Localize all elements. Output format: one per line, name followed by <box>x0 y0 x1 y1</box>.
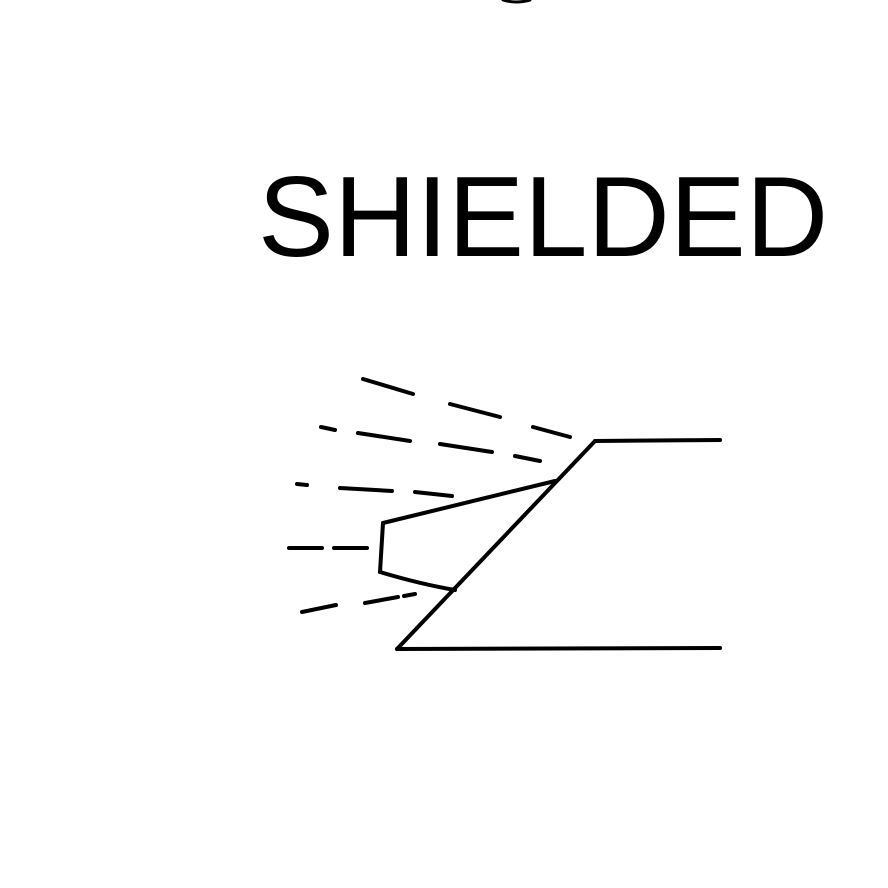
light-rays <box>287 377 572 614</box>
shield-housing <box>395 438 722 651</box>
page-title: SHIELDED <box>258 154 829 281</box>
top-edge-mark <box>501 0 532 4</box>
lamp-head <box>378 479 557 592</box>
